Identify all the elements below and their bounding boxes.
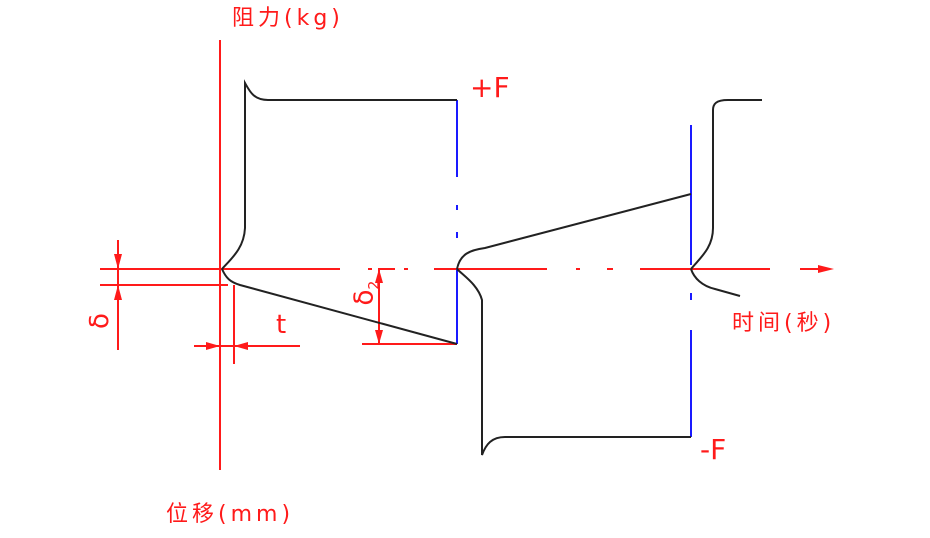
t-dimension xyxy=(194,285,300,364)
minus-force-label: -F xyxy=(700,433,727,466)
delta2-label: δ2 xyxy=(349,280,383,306)
time-axis-arrow-icon xyxy=(818,265,834,273)
delta2-base: δ xyxy=(349,289,380,306)
t-label: t xyxy=(276,310,287,340)
delta2-dimension xyxy=(362,269,457,345)
delta2-subscript: 2 xyxy=(366,280,383,290)
plus-force-label: +F xyxy=(470,71,510,104)
delta-dimension xyxy=(114,240,122,350)
displacement-axis-label: 位移(mm) xyxy=(166,502,295,527)
y-axis-label: 阻力(kg) xyxy=(232,6,344,31)
delta-label: δ xyxy=(84,313,115,329)
x-axis-label: 时间(秒) xyxy=(732,311,836,336)
force-curve xyxy=(221,79,762,456)
